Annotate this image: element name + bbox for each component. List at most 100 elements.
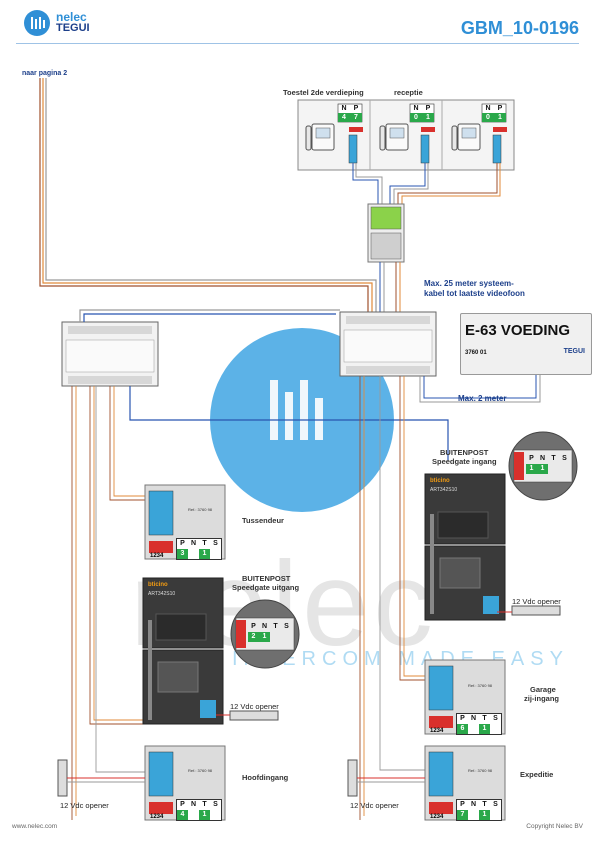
- label-bp-uitgang-2: Speedgate uitgang: [232, 583, 300, 592]
- npts-s: S: [284, 623, 289, 630]
- npts-value-n: 1: [259, 632, 270, 642]
- label-opener-uitgang: 12 Vdc opener: [230, 702, 279, 711]
- npts-p: P: [460, 715, 465, 722]
- npts-value-p: 4: [177, 810, 188, 820]
- npts-table-expeditie: P N T S 7 1: [456, 799, 502, 821]
- npts-n: N: [470, 715, 477, 722]
- handset-n-header: N: [485, 105, 491, 112]
- handset-n-value: 4: [342, 114, 346, 121]
- handset-grid-3: N P 0 1: [482, 104, 506, 122]
- npts-p: P: [180, 540, 185, 547]
- document-id: GBM_10-0196: [460, 18, 579, 38]
- npts-table-tussendeur: P N T S 3 1: [176, 538, 222, 560]
- npts-t: T: [202, 540, 207, 547]
- brand-name: nelec: [56, 10, 87, 24]
- label-tussendeur: Tussendeur: [242, 516, 284, 525]
- handset-np-grids: [337, 103, 507, 123]
- distributor-left: [61, 321, 159, 387]
- door-opener-expeditie-icon: [347, 759, 425, 797]
- handset-n-value: 0: [414, 114, 418, 121]
- npts-n: N: [470, 801, 477, 808]
- handset-p-value: 1: [426, 114, 430, 121]
- door-opener-uitgang-icon: [216, 710, 279, 721]
- door-opener-hoofdingang-icon: [57, 759, 145, 797]
- npts-n: N: [190, 801, 197, 808]
- label-floor2: Toestel 2de verdieping: [283, 88, 364, 97]
- label-max25-line2: kabel tot laatste videofoon: [424, 289, 525, 298]
- npts-value-n: 1: [199, 549, 210, 559]
- npts-n: N: [539, 455, 546, 462]
- art-uitgang: ART342S10: [148, 591, 176, 597]
- nelec-logo-icon: [24, 10, 50, 36]
- brand-logo: nelec TEGUI: [24, 10, 90, 36]
- power-supply-title: E-63 VOEDING: [465, 322, 571, 339]
- handset-p-value: 1: [498, 114, 502, 121]
- npts-p: P: [460, 801, 465, 808]
- ref-garage: Ref.: 3760 98: [468, 683, 493, 688]
- dip-tussendeur: 1234: [150, 553, 164, 559]
- npts-table-speedgate-uitgang: P N T S 2 1: [248, 622, 292, 642]
- label-reception: receptie: [394, 88, 423, 97]
- npts-value-n: 1: [479, 810, 490, 820]
- header-divider: [16, 43, 579, 44]
- handset-n-header: N: [413, 105, 419, 112]
- npts-value-n: 1: [537, 464, 548, 474]
- handset-p-header: P: [353, 105, 359, 112]
- dip-garage: 1234: [430, 728, 444, 734]
- npts-value-p: 3: [177, 549, 188, 559]
- npts-value-n: 1: [199, 810, 210, 820]
- splitter-terminal-block: [367, 203, 405, 263]
- label-garage-2: zij-ingang: [524, 694, 559, 703]
- outdoor-station-uitgang: [142, 577, 224, 725]
- ref-hoofdingang: Ref.: 3760 98: [188, 768, 213, 773]
- footer-website: www.nelec.com: [12, 823, 58, 830]
- handset-p-value: 7: [354, 114, 358, 121]
- label-garage-1: Garage: [530, 685, 556, 694]
- dip-expeditie: 1234: [430, 814, 444, 820]
- distributor-right: [339, 311, 437, 377]
- handset-n-header: N: [341, 105, 347, 112]
- dip-hoofdingang: 1234: [150, 814, 164, 820]
- bticino-ingang: bticino: [430, 478, 450, 484]
- outdoor-station-ingang: [424, 473, 506, 621]
- label-expeditie: Expeditie: [520, 770, 554, 779]
- power-supply-e63: E-63 VOEDING 3760 01 TEGUI: [460, 313, 592, 375]
- npts-s: S: [493, 715, 498, 722]
- videophone-third-icon: [451, 123, 481, 151]
- npts-t: T: [551, 455, 556, 462]
- videophone-floor2-icon: [305, 123, 335, 151]
- art-ingang: ART342S10: [430, 487, 458, 493]
- label-opener-expeditie: 12 Vdc opener: [350, 801, 399, 810]
- footer-copyright: Copyright Nelec BV: [526, 823, 583, 830]
- npts-s: S: [493, 801, 498, 808]
- npts-s: S: [562, 455, 567, 462]
- wires-handsets-splitter: [352, 163, 501, 204]
- label-bp-ingang-1: BUITENPOST: [440, 448, 489, 457]
- brand-sub: TEGUI: [56, 22, 90, 34]
- handset-p-header: P: [497, 105, 503, 112]
- label-max2: Max. 2 meter: [458, 394, 507, 403]
- handset-grid-1: N P 4 7: [338, 104, 362, 122]
- wires-power: [419, 375, 541, 403]
- label-hoofdingang: Hoofdingang: [242, 773, 289, 782]
- wires-left-drops: [71, 386, 150, 820]
- npts-s: S: [213, 801, 218, 808]
- npts-value-n: 1: [479, 724, 490, 734]
- label-bp-uitgang-1: BUITENPOST: [242, 574, 291, 583]
- label-opener-ingang: 12 Vdc opener: [512, 597, 561, 606]
- npts-n: N: [261, 623, 268, 630]
- watermark-mark-icon: [270, 380, 323, 440]
- bticino-uitgang: bticino: [148, 582, 168, 588]
- wires-to-page-2: [39, 78, 377, 312]
- page-reference: naar pagina 2: [22, 70, 68, 77]
- npts-s: S: [213, 540, 218, 547]
- npts-t: T: [202, 801, 207, 808]
- npts-t: T: [482, 715, 487, 722]
- npts-value-p: 1: [526, 464, 537, 474]
- npts-t: T: [273, 623, 278, 630]
- npts-value-p: 6: [457, 724, 468, 734]
- ref-expeditie: Ref.: 3760 98: [468, 768, 493, 773]
- power-supply-code: 3760 01: [465, 350, 487, 356]
- ref-tussendeur: Ref.: 3760 98: [188, 507, 213, 512]
